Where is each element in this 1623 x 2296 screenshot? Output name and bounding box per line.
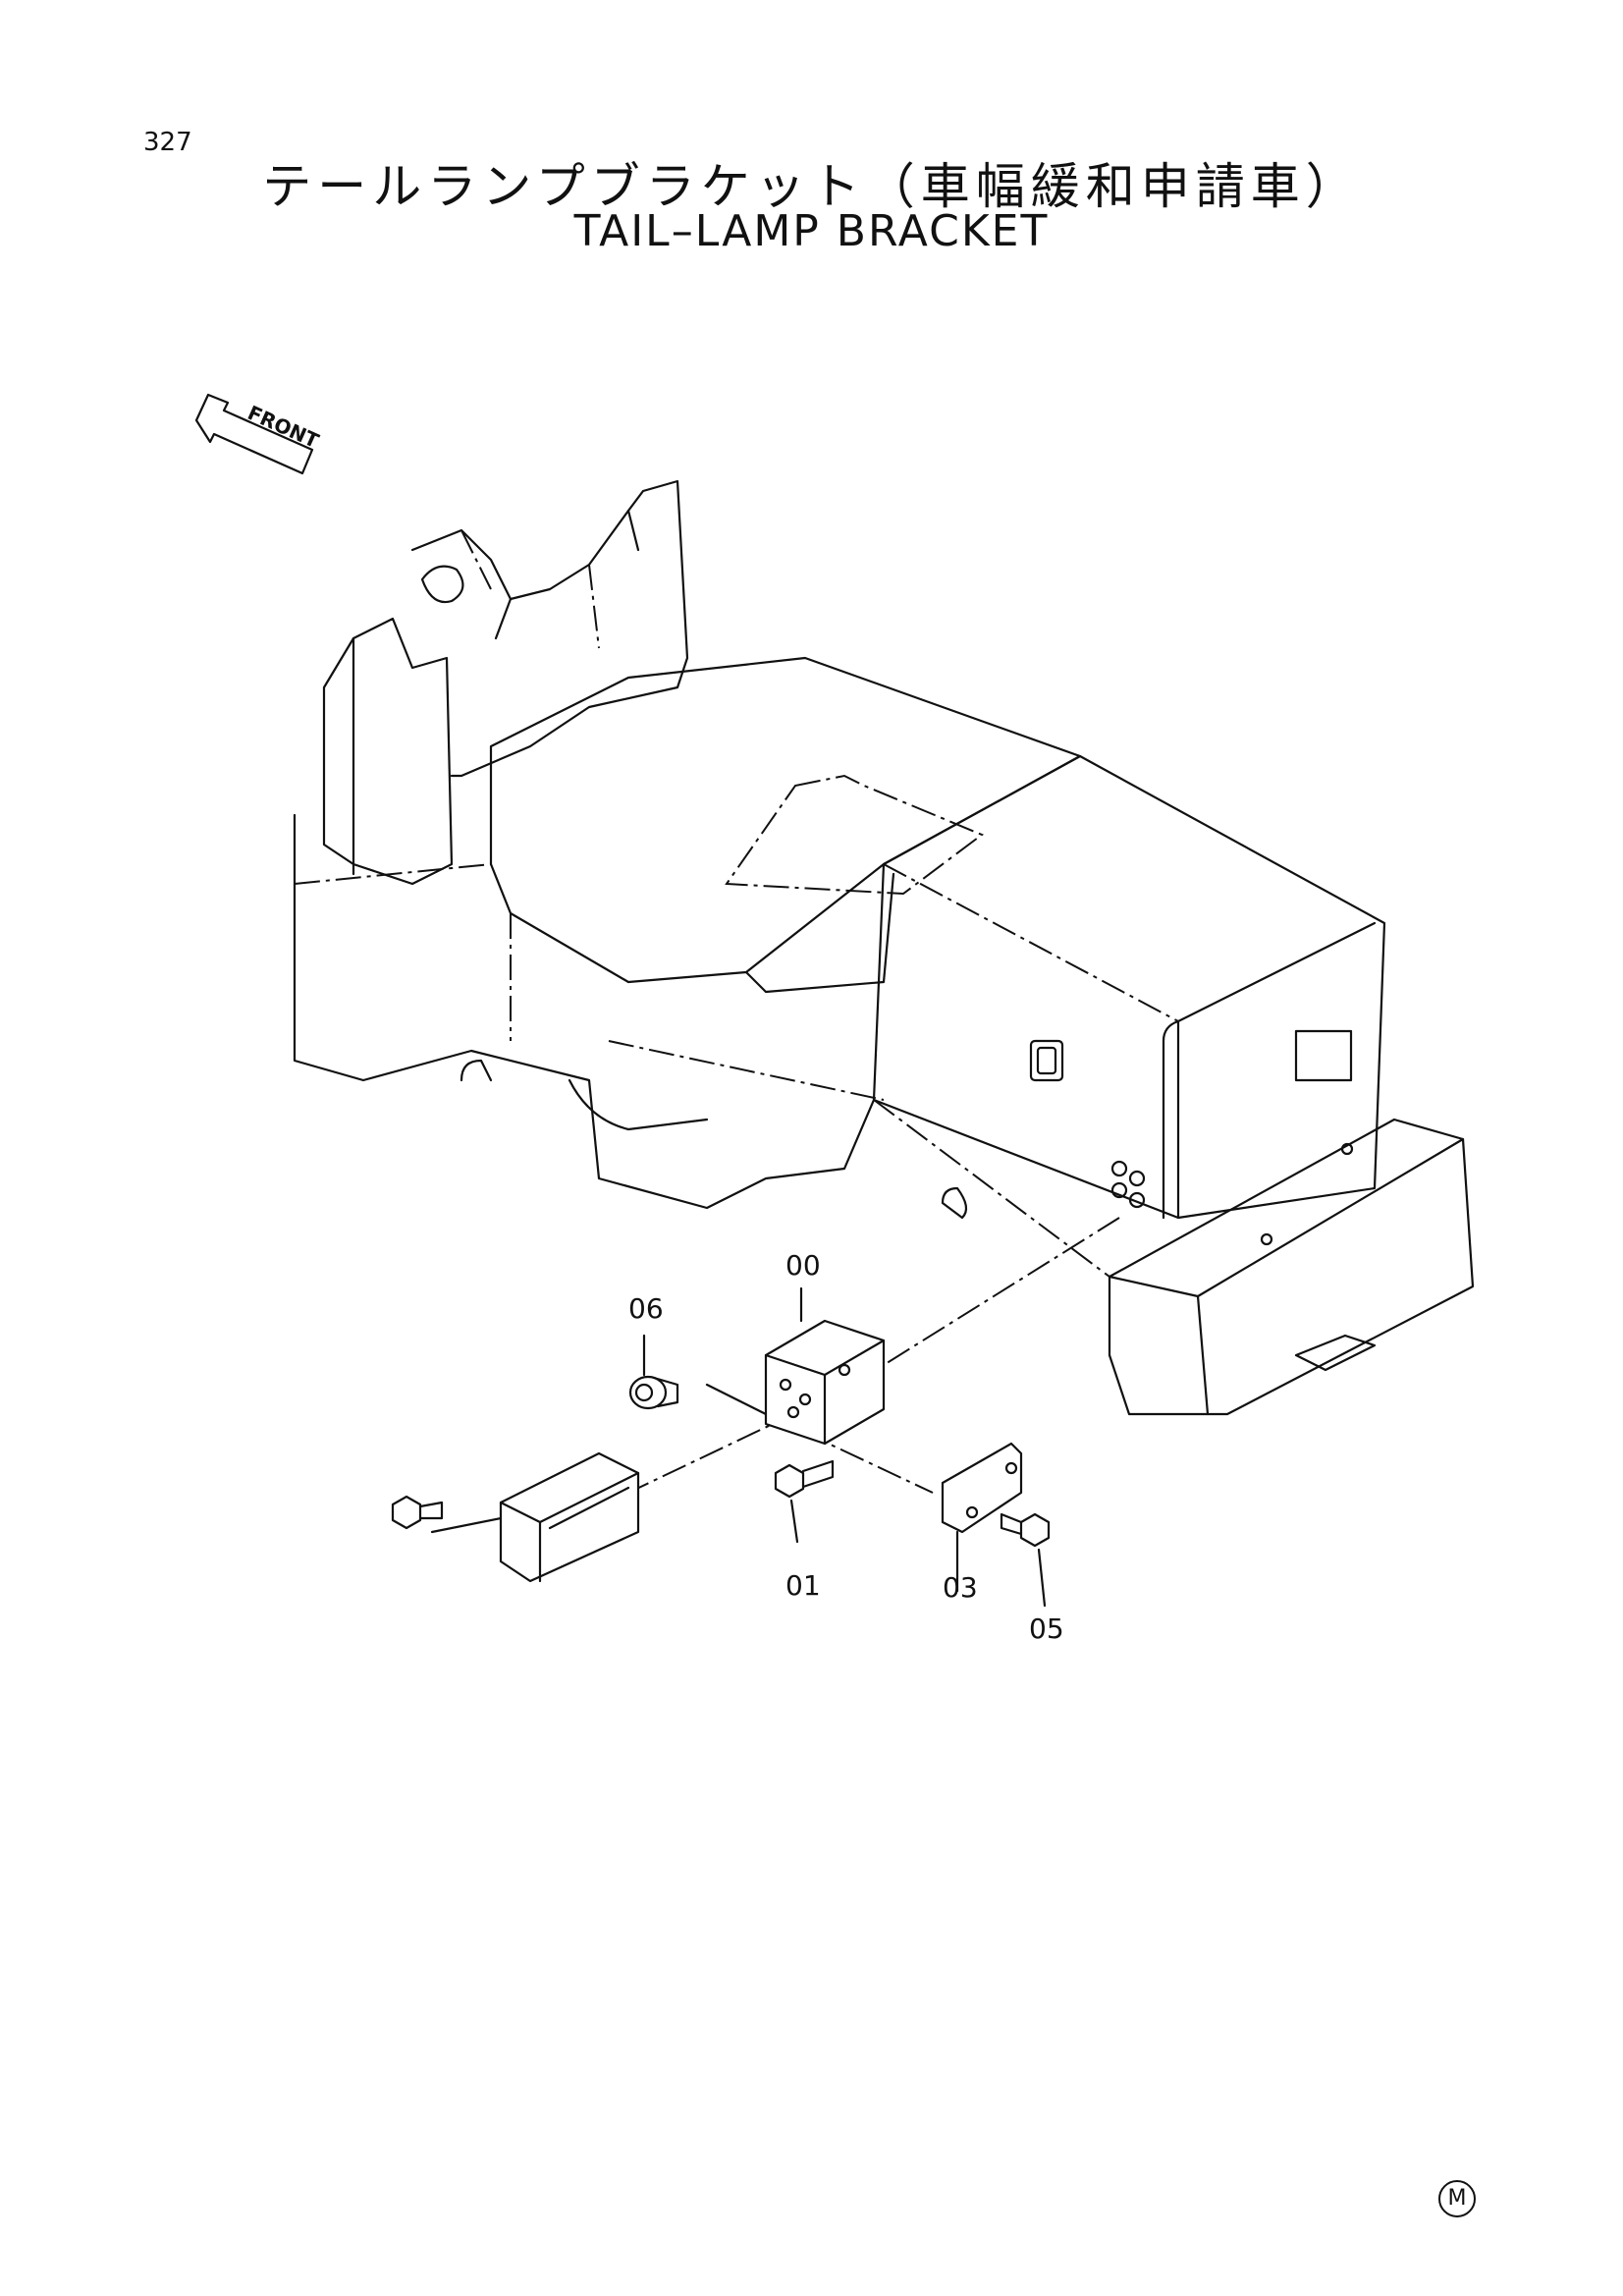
part-number-leaders xyxy=(642,1286,1047,1608)
part-06-grommet xyxy=(628,1375,679,1410)
part-number-06: 06 xyxy=(628,1292,664,1325)
part-number-03: 03 xyxy=(943,1571,978,1604)
part-00-bracket xyxy=(764,1319,886,1446)
part-number-05: 05 xyxy=(1029,1613,1064,1645)
part-05-bolt xyxy=(1000,1512,1051,1548)
machine-rear-bumper xyxy=(1108,1118,1475,1416)
diagram-title-japanese: テールランプブラケット（車幅緩和申請車） xyxy=(262,158,1361,215)
machine-deck xyxy=(294,656,1082,1041)
front-arrow-icon: FRONT xyxy=(194,393,323,475)
part-number-01: 01 xyxy=(785,1569,821,1602)
reference-mark: M xyxy=(1438,2180,1476,2217)
lamp-bolt xyxy=(391,1495,444,1530)
machine-lower-frame xyxy=(293,813,1110,1278)
part-01-bolt xyxy=(774,1459,835,1499)
diagram-title-english: TAIL–LAMP BRACKET xyxy=(573,206,1050,256)
machine-upper-structure xyxy=(322,479,689,886)
machine-counterweight xyxy=(608,754,1386,1220)
page-number: 327 xyxy=(143,128,192,157)
part-03-plate xyxy=(941,1442,1023,1534)
tail-lamp-unit xyxy=(499,1451,640,1583)
part-number-00: 00 xyxy=(785,1249,821,1282)
